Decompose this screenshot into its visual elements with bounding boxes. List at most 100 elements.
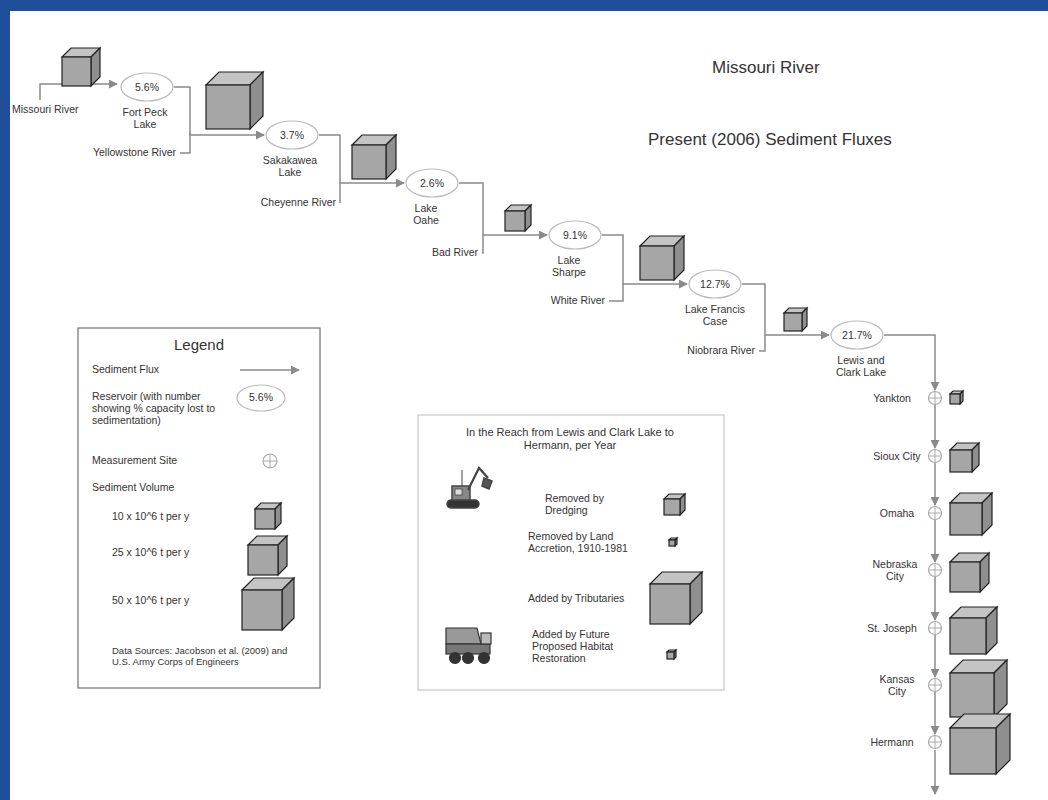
sediment-cube <box>505 205 531 231</box>
reservoir-name: Lake Oahe <box>406 202 446 226</box>
legend-site-sample <box>263 454 277 468</box>
sediment-cube <box>650 572 702 624</box>
site-name: Kansas City <box>872 673 922 697</box>
sediment-cube <box>950 714 1010 774</box>
tributary-name: Yellowstone River <box>93 146 178 158</box>
tributary-name: Cheyenne River <box>261 196 338 208</box>
sediment-cube <box>62 48 100 86</box>
sediment-cube <box>784 308 807 331</box>
reach-frame <box>418 415 724 690</box>
tributary-line <box>609 284 623 301</box>
legend-entry: Sediment Volume <box>92 481 174 493</box>
reservoir-name: Lake Sharpe <box>547 254 591 278</box>
site-symbol <box>928 735 942 749</box>
measurement-site: Sioux City <box>928 449 942 463</box>
capacity-loss-value: 21.7% <box>830 320 884 350</box>
sediment-flux-arrow <box>602 235 687 284</box>
sediment-flux-arrow <box>742 284 829 335</box>
reservoir-node: 5.6%Fort Peck Lake <box>120 72 174 102</box>
reservoir-node: 2.6%Lake Oahe <box>405 168 459 198</box>
reservoir-node: 21.7%Lewis and Clark Lake <box>830 320 884 350</box>
tributary-name: Niobrara River <box>687 344 757 356</box>
tributary-line <box>180 133 190 153</box>
reach-item: Removed by Dredging <box>545 492 645 516</box>
sediment-cube <box>950 443 979 472</box>
site-symbol <box>928 563 942 577</box>
reach-item: Added by Tributaries <box>528 592 638 604</box>
sediment-cube <box>950 660 1007 717</box>
capacity-loss-value: 2.6% <box>405 168 459 198</box>
sediment-flux-arrow <box>459 183 547 235</box>
reservoir-name: Fort Peck Lake <box>115 106 175 130</box>
sediment-flux-arrow <box>934 463 936 505</box>
capacity-loss-value: 3.7% <box>265 120 319 150</box>
measurement-site: Nebraska City <box>928 563 942 577</box>
source-note: Data Sources: Jacobson et al. (2009) and… <box>112 646 302 668</box>
site-name: Nebraska City <box>868 558 922 582</box>
sediment-cube <box>242 578 294 630</box>
sediment-cube <box>255 503 281 529</box>
legend-reservoir-sample <box>237 385 285 411</box>
sediment-flux-arrow <box>934 635 936 677</box>
measurement-site: Hermann <box>928 735 942 749</box>
tributary-name: Missouri River <box>12 103 79 115</box>
legend-entry: 25 x 10^6 t per y <box>112 546 189 558</box>
reservoir-sample-value: 5.6% <box>237 391 285 403</box>
excavator-icon <box>447 468 492 508</box>
tributary-line <box>339 183 341 203</box>
site-symbol <box>928 391 942 405</box>
measurement-site: Kansas City <box>928 678 942 692</box>
sediment-flux-arrow <box>934 577 936 620</box>
sediment-flux-arrow <box>884 335 935 390</box>
tributary-line <box>759 335 765 351</box>
diagram-subtitle: Present (2006) Sediment Fluxes <box>648 130 892 150</box>
sediment-flux-arrow <box>319 135 404 183</box>
legend-entry: Reservoir (with number showing % capacit… <box>92 390 232 426</box>
site-name: St. Joseph <box>862 622 922 634</box>
sediment-cube <box>950 493 992 535</box>
sediment-cube <box>667 650 676 659</box>
legend-frame <box>78 328 320 688</box>
reservoir-name: Lake Francis Case <box>680 303 750 327</box>
sediment-flux-arrow <box>174 87 264 135</box>
diagram-title: Missouri River <box>712 58 820 78</box>
sediment-cube <box>248 536 287 575</box>
sediment-cube <box>640 236 684 280</box>
sediment-cube <box>206 72 263 129</box>
sediment-cube <box>664 494 685 515</box>
reservoir-name: Lewis and Clark Lake <box>830 354 892 378</box>
site-symbol <box>928 506 942 520</box>
measurement-site: Omaha <box>928 506 942 520</box>
sediment-flux-arrow <box>934 692 936 734</box>
sediment-cube <box>950 391 963 404</box>
measurement-site: St. Joseph <box>928 621 942 635</box>
sediment-cube <box>669 538 677 546</box>
legend-heading: Legend <box>78 336 320 353</box>
legend-entry: Measurement Site <box>92 454 177 466</box>
reservoir-node: 12.7%Lake Francis Case <box>688 269 742 299</box>
sediment-flux-arrow <box>934 520 936 562</box>
legend-entry: 10 x 10^6 t per y <box>112 510 189 522</box>
legend-entry: Sediment Flux <box>92 363 159 375</box>
site-name: Hermann <box>862 736 922 748</box>
capacity-loss-value: 12.7% <box>688 269 742 299</box>
sediment-cube <box>950 607 997 654</box>
measurement-site: Yankton <box>928 391 942 405</box>
reservoir-node: 3.7%Sakakawea Lake <box>265 120 319 150</box>
reach-heading: In the Reach from Lewis and Clark Lake t… <box>462 426 678 451</box>
site-symbol <box>928 621 942 635</box>
capacity-loss-value: 9.1% <box>548 220 602 250</box>
reservoir-node: 9.1%Lake Sharpe <box>548 220 602 250</box>
reach-item: Removed by Land Accretion, 1910-1981 <box>528 530 646 554</box>
site-symbol <box>928 449 942 463</box>
legend-flux-sample <box>240 369 299 371</box>
site-symbol <box>928 678 942 692</box>
site-name: Sioux City <box>872 450 922 462</box>
sediment-flux-arrow <box>934 405 936 448</box>
sediment-cube <box>352 135 396 179</box>
tributary-name: White River <box>551 294 607 306</box>
tributary-name: Bad River <box>432 246 480 258</box>
site-name: Yankton <box>862 392 922 404</box>
site-name: Omaha <box>872 507 922 519</box>
tributary-line <box>482 235 483 253</box>
